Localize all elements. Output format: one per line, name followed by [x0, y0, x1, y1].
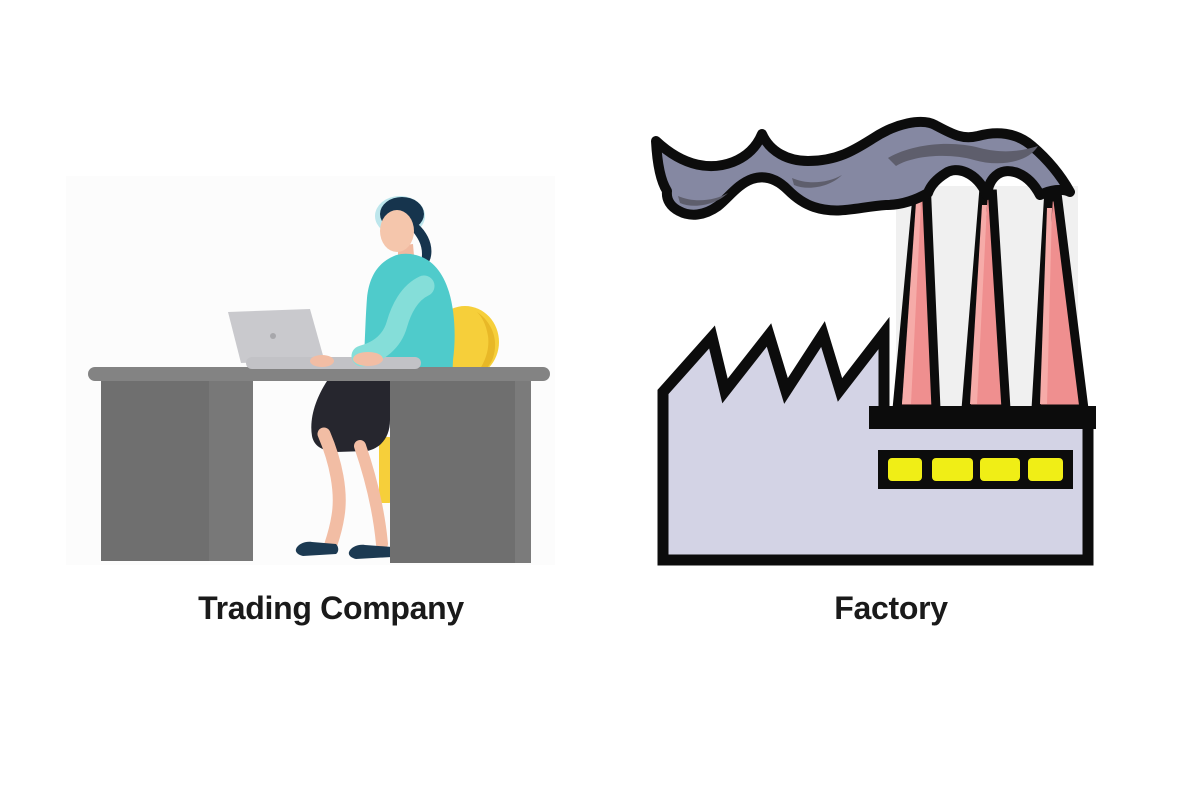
- sleeve: [351, 275, 435, 367]
- desk-pedestal-right: [390, 381, 531, 563]
- chair-back-shade: [473, 312, 496, 378]
- chimney-3-highlight: [1040, 208, 1052, 404]
- face: [380, 210, 414, 252]
- chimney-platform: [869, 406, 1096, 429]
- desk-top: [88, 367, 550, 381]
- smoke-streak-left: [678, 193, 728, 206]
- front-shoe: [295, 541, 339, 556]
- window-pane-3: [980, 458, 1020, 481]
- laptop-base: [246, 357, 421, 369]
- smoke-streak-arch: [888, 143, 1038, 166]
- chimneys: [892, 186, 1090, 414]
- laptop-logo: [270, 333, 276, 339]
- chimney-1-highlight: [902, 202, 921, 404]
- window-pane-4: [1028, 458, 1063, 481]
- front-leg: [317, 427, 346, 551]
- smoke-ribbon: [651, 116, 1075, 220]
- woman-figure: [295, 196, 455, 559]
- window-pane-1: [888, 458, 922, 481]
- ponytail: [408, 224, 432, 268]
- desk: [88, 367, 550, 563]
- far-shoe: [348, 544, 395, 559]
- trading-company-illustration: [66, 176, 555, 565]
- desk-pedestal-right-panel: [515, 381, 531, 563]
- left-hand: [310, 355, 334, 367]
- right-hand: [353, 352, 383, 366]
- smoke-streak-mid: [792, 175, 842, 188]
- window-pane-2: [932, 458, 973, 481]
- desk-pedestal-left-panel: [209, 381, 253, 561]
- factory-windows: [878, 450, 1073, 489]
- typing-arms: [310, 275, 435, 367]
- chimney-2-highlight: [970, 205, 987, 404]
- smoke: [651, 116, 1075, 220]
- factory-illustration: [651, 116, 1096, 566]
- trading-company-label: Trading Company: [198, 590, 464, 626]
- factory-label: Factory: [834, 590, 948, 626]
- far-leg: [354, 440, 388, 550]
- chair-base: [379, 437, 392, 503]
